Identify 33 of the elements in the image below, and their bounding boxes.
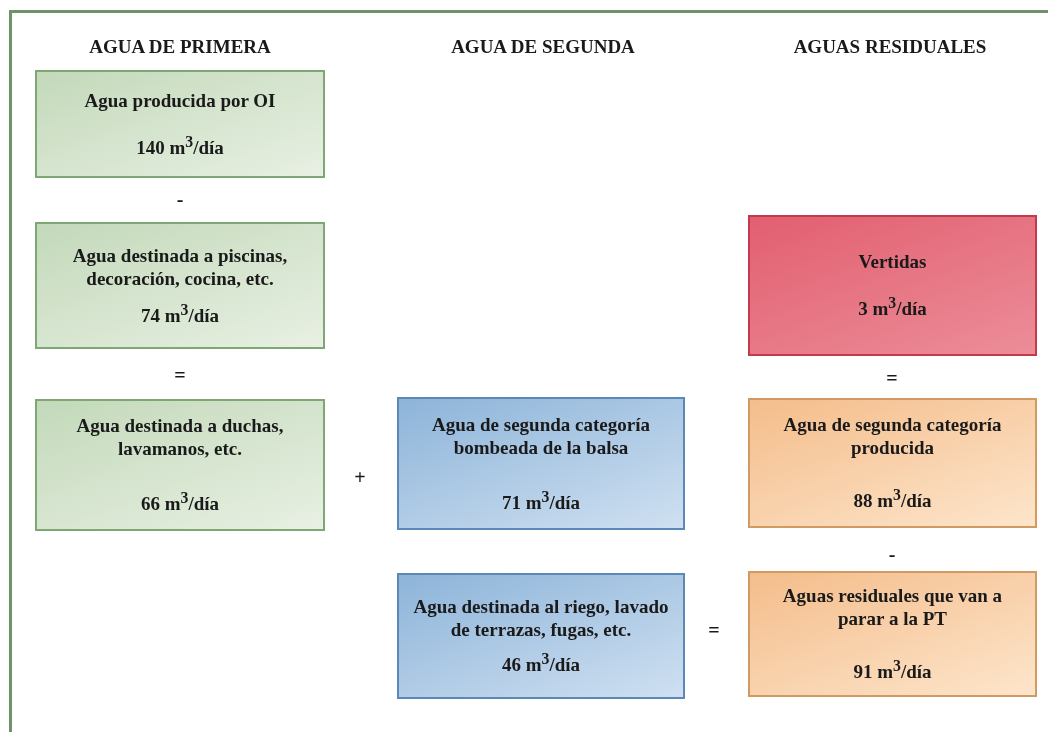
box-title: Agua destinada a piscinas, decoración, cocina, etc.: [71, 243, 289, 290]
operator-sign: =: [708, 619, 720, 642]
box-title: Vertidas: [858, 250, 927, 274]
value-box: [748, 398, 1037, 528]
value-box: [748, 571, 1037, 697]
box-title: Agua de segunda categoría bombeada de la balsa: [431, 412, 651, 459]
flow-value: 88 m$^{3}$/día: [853, 485, 932, 513]
box-title: Aguas residuales que van a parar a la PT: [781, 584, 1004, 631]
operator-sign: -: [176, 188, 184, 211]
flow-value: 3 m$^{3}$/día: [858, 293, 927, 321]
box-title: Agua destinada a duchas, lavamanos, etc.: [75, 414, 285, 461]
flow-value: 91 m$^{3}$/día: [853, 656, 932, 684]
operator-sign: -: [888, 543, 896, 566]
flow-value: 140 m$^{3}$/día: [136, 131, 224, 160]
box-title: Agua destinada al riego, lavado de terrazas, fugas, etc.: [412, 595, 670, 642]
value-box: [748, 215, 1037, 356]
flow-value: 46 m$^{3}$/día: [501, 649, 581, 677]
flow-value: 74 m$^{3}$/día: [140, 299, 220, 328]
box-title: Agua de segunda categoría producida: [782, 413, 1003, 460]
flow-value: 71 m$^{3}$/día: [501, 486, 581, 515]
column-heading: AGUA DE SEGUNDA: [451, 36, 635, 58]
operator-sign: +: [354, 466, 366, 489]
value-box: [35, 399, 325, 531]
column-heading: AGUAS RESIDUALES: [793, 36, 987, 58]
box-title: Agua producida por OI: [84, 88, 276, 112]
operator-sign: =: [174, 364, 186, 387]
value-box: [35, 222, 325, 349]
flow-value: 66 m$^{3}$/día: [140, 488, 220, 516]
operator-sign: =: [886, 367, 898, 390]
value-box: [397, 573, 685, 699]
value-box: [397, 397, 685, 530]
value-box: [35, 70, 325, 178]
column-heading: AGUA DE PRIMERA: [89, 36, 271, 58]
